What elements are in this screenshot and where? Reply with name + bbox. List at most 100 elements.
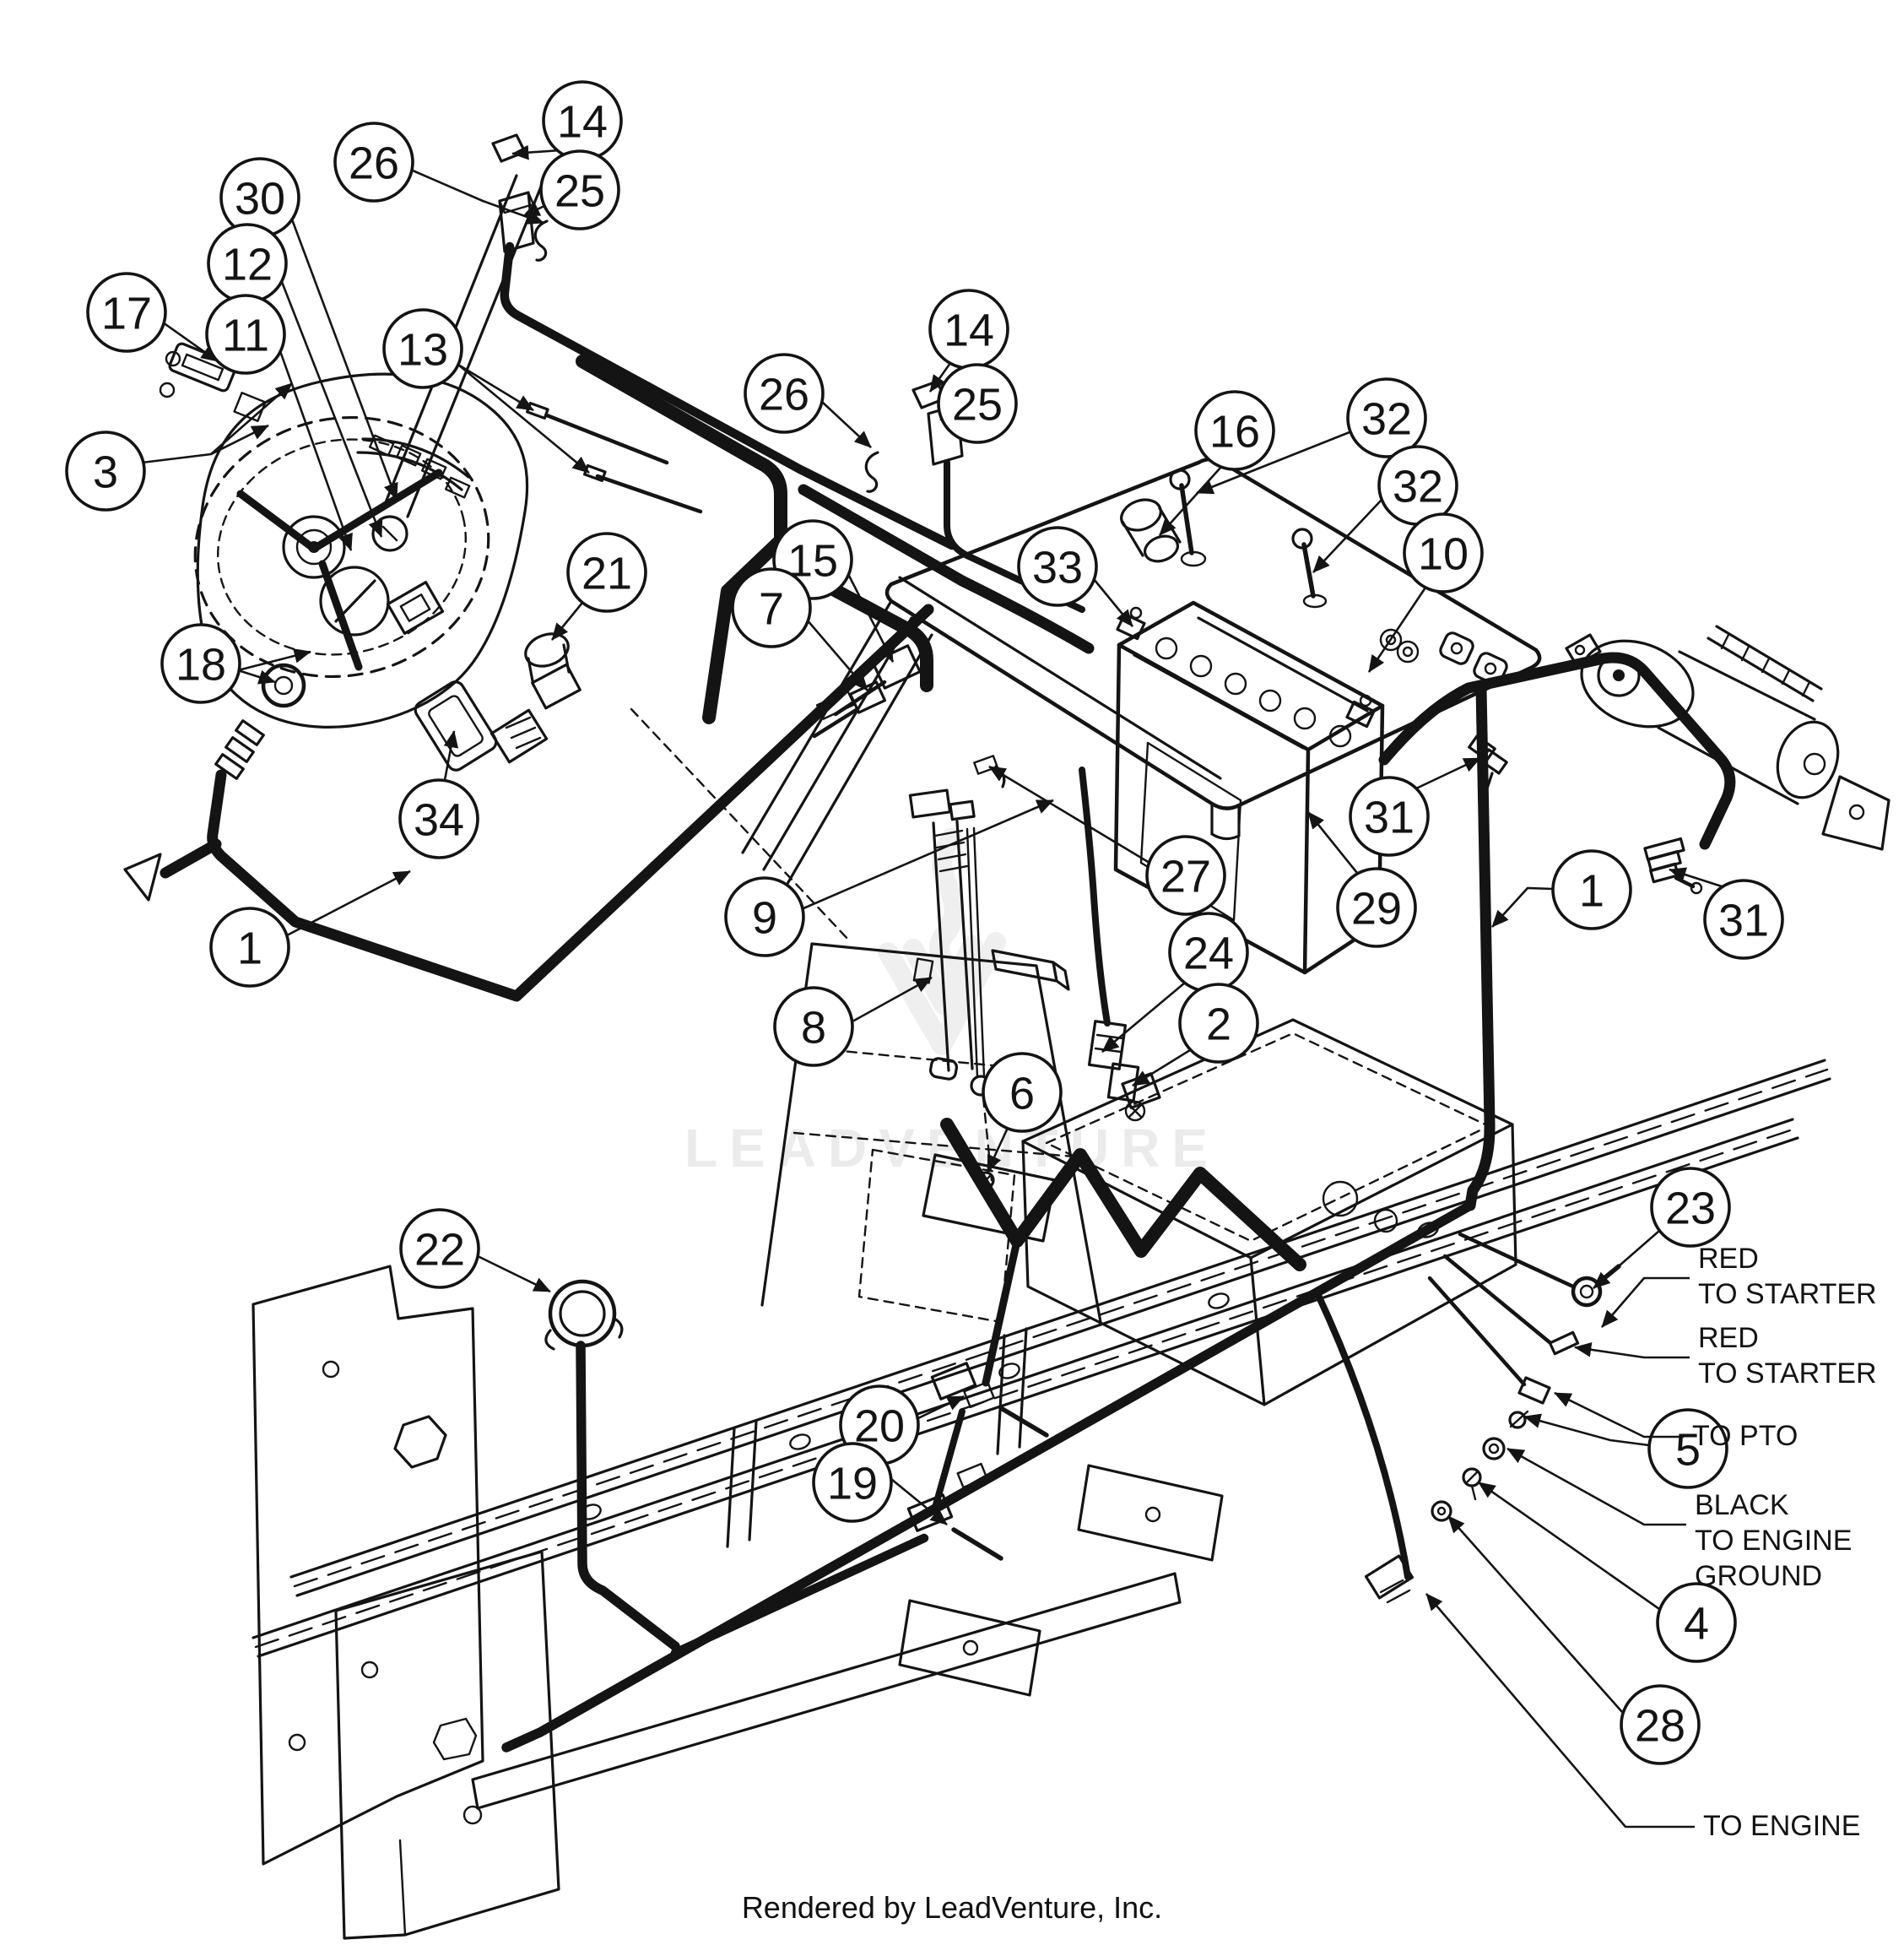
- callout-circle[interactable]: [209, 907, 290, 988]
- callout-circle[interactable]: [1656, 1582, 1737, 1663]
- leader-line: [928, 362, 952, 393]
- callout-32-14[interactable]: 32: [1312, 445, 1458, 573]
- callout-17-5[interactable]: 17: [86, 272, 219, 363]
- callout-5-35[interactable]: 5: [1523, 1408, 1728, 1489]
- callout-circle[interactable]: [382, 308, 463, 389]
- callout-25-11[interactable]: 25: [937, 363, 1018, 444]
- callout-23-34[interactable]: 23: [1593, 1167, 1731, 1289]
- callout-11-6[interactable]: 11: [205, 294, 353, 551]
- callout-circle[interactable]: [1178, 983, 1259, 1064]
- callout-number: 26: [759, 369, 809, 420]
- callout-33-15[interactable]: 33: [1017, 526, 1134, 627]
- callout-25-2[interactable]: 25: [522, 149, 620, 230]
- callout-34-21[interactable]: 34: [398, 730, 479, 859]
- callout-circle[interactable]: [1349, 776, 1430, 857]
- callout-circle[interactable]: [160, 623, 241, 704]
- callout-27-23[interactable]: 27: [988, 765, 1226, 916]
- leader-line: [1523, 1413, 1650, 1447]
- callout-circle[interactable]: [1017, 526, 1098, 607]
- label-to-engine: TO ENGINE: [1425, 1593, 1860, 1842]
- callout-3-8[interactable]: 3: [65, 382, 293, 512]
- callout-16-12[interactable]: 16: [1159, 390, 1275, 536]
- leader-line: [457, 363, 534, 412]
- callout-circle[interactable]: [1346, 377, 1427, 458]
- callout-circle[interactable]: [1703, 879, 1784, 960]
- leader-line: [803, 799, 1054, 910]
- leader-line: [280, 281, 383, 538]
- leader-line: [1574, 1342, 1690, 1359]
- callout-number: 11: [222, 310, 269, 360]
- callout-circle[interactable]: [1336, 867, 1417, 948]
- callout-circle[interactable]: [1650, 1167, 1731, 1248]
- callout-circle[interactable]: [937, 363, 1018, 444]
- callout-26-10[interactable]: 26: [744, 353, 872, 448]
- callout-circle[interactable]: [731, 567, 812, 648]
- callout-18-20[interactable]: 18: [160, 623, 311, 704]
- callout-circle[interactable]: [566, 532, 647, 613]
- callout-22-33[interactable]: 22: [399, 1208, 551, 1293]
- leader-line: [522, 202, 547, 218]
- callout-circle[interactable]: [1620, 1684, 1701, 1765]
- leader-line: [1306, 811, 1359, 874]
- callout-circle[interactable]: [812, 1442, 893, 1523]
- leader-line: [141, 424, 269, 464]
- callout-2-31[interactable]: 2: [1132, 983, 1259, 1087]
- callout-32-13[interactable]: 32: [1196, 377, 1427, 495]
- callout-number: 5: [1675, 1424, 1701, 1475]
- callout-circle[interactable]: [724, 876, 805, 957]
- callout-29-25[interactable]: 29: [1306, 811, 1417, 948]
- callout-circle[interactable]: [773, 986, 854, 1067]
- callout-circle[interactable]: [86, 272, 167, 353]
- leader-line: [890, 1477, 948, 1526]
- callout-circle[interactable]: [982, 1052, 1063, 1133]
- callout-number: 23: [1665, 1183, 1716, 1233]
- callout-number: 10: [1418, 528, 1469, 579]
- callout-number: 32: [1393, 461, 1443, 512]
- callout-number: 14: [557, 96, 608, 147]
- callout-number: 22: [414, 1224, 465, 1275]
- callout-4-36[interactable]: 4: [1478, 1481, 1737, 1663]
- callout-number: 19: [827, 1458, 878, 1509]
- callout-8-29[interactable]: 8: [773, 976, 933, 1067]
- callout-circle[interactable]: [65, 431, 146, 512]
- console-harness: [576, 355, 1095, 890]
- callout-13-7[interactable]: 13: [382, 308, 590, 474]
- callout-28-37[interactable]: 28: [1447, 1515, 1701, 1765]
- leader-line: [988, 765, 1150, 864]
- leader-line: [511, 144, 561, 160]
- callout-circle[interactable]: [1403, 512, 1484, 593]
- callout-19-39[interactable]: 19: [812, 1442, 948, 1526]
- callout-number: 2: [1206, 999, 1231, 1049]
- leader-line: [1425, 1593, 1695, 1829]
- callout-26-1[interactable]: 26: [333, 122, 544, 225]
- callout-1-26[interactable]: 1: [1491, 849, 1632, 930]
- callout-7-18[interactable]: 7: [731, 567, 868, 691]
- callout-14-0[interactable]: 14: [511, 80, 623, 161]
- callout-31-27[interactable]: 31: [1669, 867, 1784, 960]
- callout-6-32[interactable]: 6: [982, 1052, 1063, 1173]
- callout-1-28[interactable]: 1: [209, 870, 411, 988]
- callout-circle[interactable]: [399, 1208, 480, 1289]
- callout-12-4[interactable]: 12: [207, 223, 383, 538]
- callout-31-24[interactable]: 31: [1349, 756, 1481, 857]
- callout-24-30[interactable]: 24: [1101, 912, 1249, 1053]
- callout-circle[interactable]: [1551, 849, 1632, 930]
- callout-circle[interactable]: [1145, 835, 1226, 916]
- callout-circle[interactable]: [1647, 1408, 1728, 1489]
- callout-circle[interactable]: [1194, 390, 1275, 471]
- callout-circle[interactable]: [744, 353, 825, 434]
- callout-circle[interactable]: [205, 294, 286, 375]
- callout-21-19[interactable]: 21: [550, 532, 647, 641]
- callout-10-16[interactable]: 10: [1367, 512, 1484, 673]
- callout-circle[interactable]: [398, 778, 479, 859]
- callout-9-22[interactable]: 9: [724, 799, 1054, 957]
- leader-line: [847, 573, 895, 663]
- callout-circle[interactable]: [333, 122, 414, 203]
- callout-circle[interactable]: [539, 149, 620, 230]
- leader-line: [162, 321, 219, 363]
- callout-30-3[interactable]: 30: [219, 157, 398, 501]
- leader-line: [1415, 756, 1481, 790]
- leader-line: [1159, 466, 1222, 536]
